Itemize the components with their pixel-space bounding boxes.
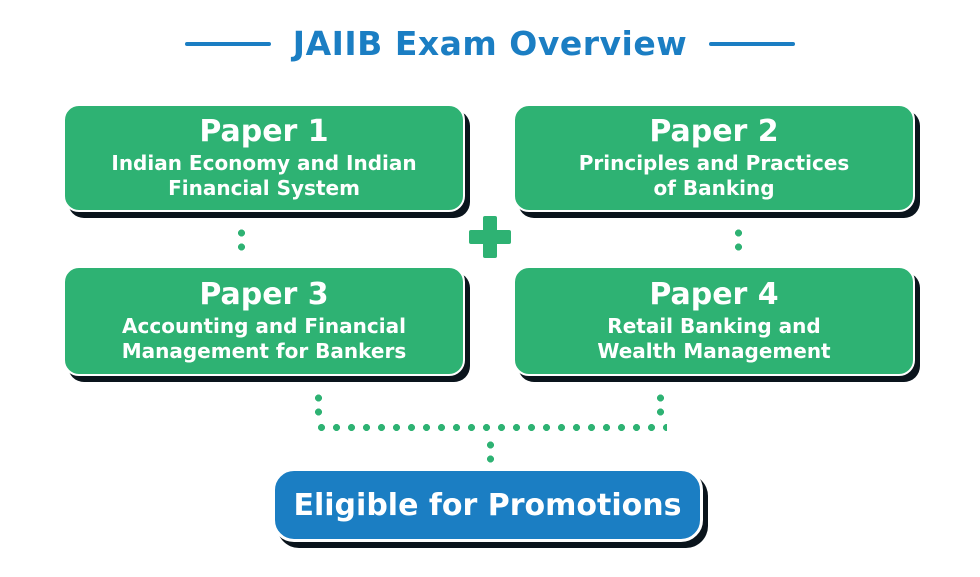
connector-dots-paper2-paper4	[734, 226, 743, 254]
paper-1-subtitle: Indian Economy and Indian Financial Syst…	[111, 151, 417, 200]
eligible-promotions-button[interactable]: Eligible for Promotions	[272, 468, 703, 542]
connector-dots-to-result	[486, 438, 495, 466]
paper-4-box: Paper 4 Retail Banking and Wealth Manage…	[513, 266, 915, 376]
paper-4-title: Paper 4	[649, 277, 779, 313]
connector-dots-paper3-down	[314, 391, 323, 419]
connector-dots-paper4-down	[656, 391, 665, 419]
connector-dots-paper1-paper3	[237, 226, 246, 254]
title-dash-right	[709, 41, 796, 46]
plus-icon	[469, 216, 511, 258]
paper-1-box: Paper 1 Indian Economy and Indian Financ…	[63, 104, 465, 212]
diagram-header: JAIIB Exam Overview	[0, 24, 980, 63]
page-title: JAIIB Exam Overview	[292, 24, 688, 63]
paper-1-title: Paper 1	[199, 114, 329, 150]
connector-dots-horizontal	[314, 423, 667, 432]
paper-2-title: Paper 2	[649, 114, 779, 150]
paper-3-subtitle: Accounting and Financial Management for …	[121, 314, 407, 363]
paper-2-subtitle: Principles and Practices of Banking	[578, 151, 850, 200]
paper-3-title: Paper 3	[199, 277, 329, 313]
title-dash-left	[184, 41, 271, 46]
paper-4-subtitle: Retail Banking and Wealth Management	[597, 314, 831, 363]
paper-2-box: Paper 2 Principles and Practices of Bank…	[513, 104, 915, 212]
paper-3-box: Paper 3 Accounting and Financial Managem…	[63, 266, 465, 376]
